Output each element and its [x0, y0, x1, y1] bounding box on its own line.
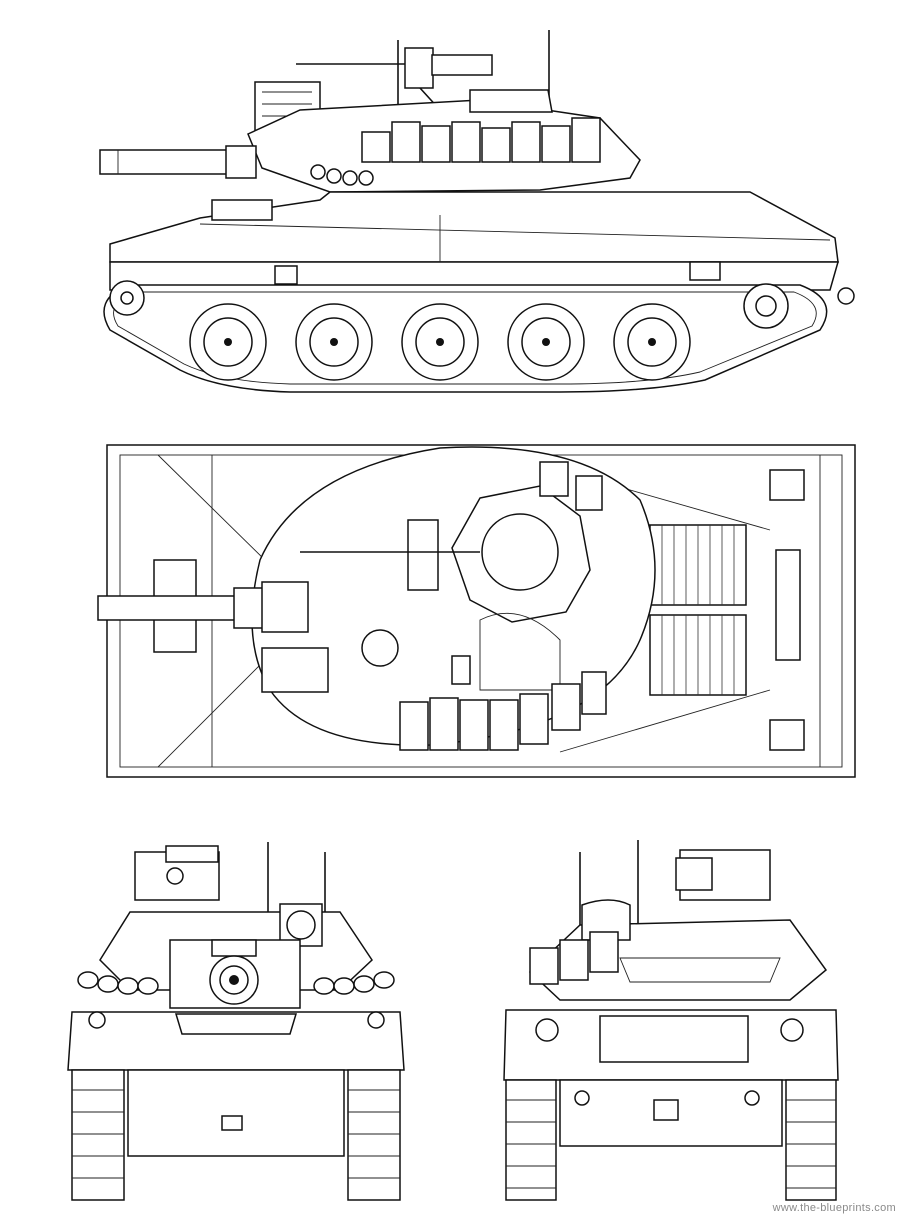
drive-sprocket: [743, 283, 789, 329]
road-wheel: [401, 303, 479, 381]
main-gun: [97, 581, 329, 693]
hull: [109, 191, 839, 291]
road-wheel: [613, 303, 691, 381]
engine-grille: [649, 524, 747, 696]
idler-wheel: [109, 280, 145, 316]
top-view: [97, 444, 856, 778]
turret: [247, 81, 641, 193]
stowage-boxes: [529, 931, 619, 985]
road-wheels: [189, 303, 691, 381]
turret-top: [251, 446, 656, 746]
smoke-launchers: [310, 164, 374, 186]
main-gun: [99, 145, 257, 179]
track: [71, 1069, 401, 1201]
stowage-boxes: [361, 117, 601, 163]
track: [505, 1079, 837, 1201]
credit-text: www.the-blueprints.com: [772, 1202, 896, 1214]
rear-view: [503, 840, 839, 1201]
road-wheel: [507, 303, 585, 381]
front-view: [67, 842, 405, 1201]
stowage-boxes: [399, 461, 607, 751]
smoke-launchers: [77, 971, 395, 995]
road-wheel: [189, 303, 267, 381]
road-wheel: [295, 303, 373, 381]
side-view: [99, 30, 855, 393]
